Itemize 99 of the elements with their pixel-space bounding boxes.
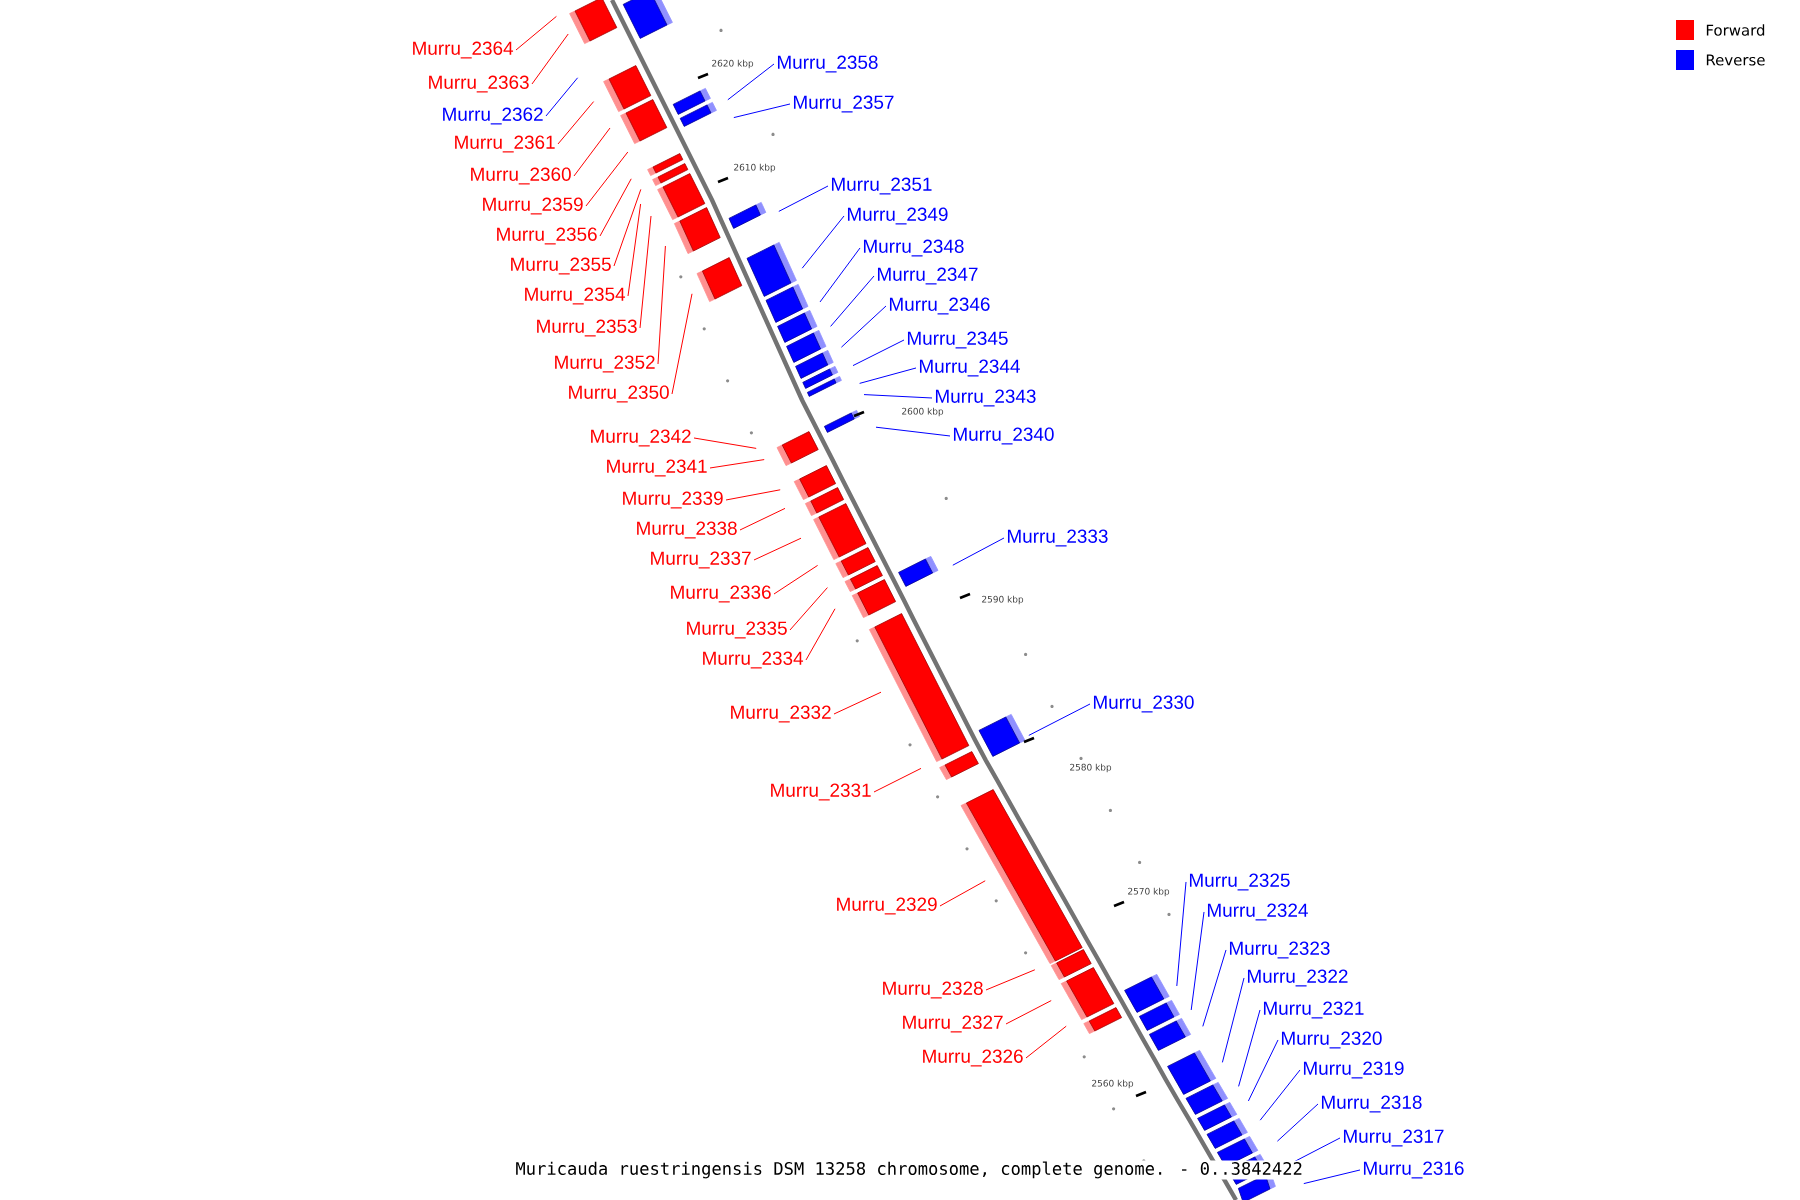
- leader-line: [1247, 1039, 1279, 1102]
- leader-line: [805, 608, 836, 661]
- leader-line: [1176, 881, 1187, 987]
- gene-label: Murru_2324: [1207, 903, 1308, 921]
- gene-label: Murru_2350: [569, 385, 669, 403]
- leader-line: [753, 537, 802, 561]
- gene-label: Murru_2359: [483, 197, 583, 215]
- gene-label: Murru_2345: [907, 331, 1008, 349]
- gene-label: Murru_2325: [1189, 873, 1290, 891]
- gene-label: Murru_2339: [623, 491, 723, 509]
- leader-line: [1202, 949, 1227, 1027]
- gene-label: Murru_2333: [1007, 529, 1108, 547]
- gene-label: Murru_2328: [883, 981, 983, 999]
- caption: Muricauda ruestringensis DSM 13258 chromosome, complete genome. - 0..3842422: [514, 1160, 1304, 1180]
- leader-line: [545, 77, 579, 117]
- leader-line: [863, 394, 933, 399]
- leader-line: [985, 969, 1036, 991]
- leader-line: [830, 275, 875, 327]
- leader-line: [1238, 1009, 1261, 1087]
- gene-label: Murru_2330: [1093, 695, 1194, 713]
- leader-line: [1276, 1103, 1319, 1142]
- leader-line: [613, 188, 642, 267]
- leader-line: [952, 537, 1005, 566]
- leader-line: [693, 437, 757, 449]
- leader-line: [859, 367, 917, 384]
- gene-label: Murru_2360: [471, 167, 571, 185]
- gene-label: Murru_2354: [525, 287, 626, 305]
- leader-line: [1190, 911, 1205, 1011]
- gene-label: Murru_2317: [1343, 1129, 1444, 1147]
- gene-label: Murru_2353: [537, 319, 637, 337]
- leader-line: [727, 63, 775, 101]
- leader-line: [852, 339, 905, 367]
- leader-line: [709, 459, 765, 469]
- gene-label: Murru_2362: [443, 107, 543, 125]
- leader-line: [671, 293, 693, 395]
- gene-label: Murru_2334: [703, 651, 804, 669]
- leader-line: [1303, 1169, 1361, 1185]
- gene-label: Murru_2327: [903, 1015, 1003, 1033]
- leader-line: [939, 880, 986, 907]
- leader-line: [739, 507, 786, 531]
- gene-label: Murru_2319: [1303, 1061, 1404, 1079]
- gene-label: Murru_2332: [731, 705, 831, 723]
- gene-label: Murru_2331: [771, 783, 871, 801]
- gene-label: Murru_2321: [1263, 1001, 1364, 1019]
- leader-line: [1025, 1025, 1067, 1059]
- leader-line: [585, 151, 629, 207]
- leader-line: [819, 247, 861, 303]
- gene-label: Murru_2338: [637, 521, 737, 539]
- gene-label: Murru_2348: [863, 239, 964, 257]
- gene-label: Murru_2363: [429, 75, 529, 93]
- leader-line: [531, 33, 569, 85]
- leader-line: [1005, 1000, 1052, 1025]
- gene-label: Murru_2336: [671, 585, 771, 603]
- gene-label: Murru_2318: [1321, 1095, 1422, 1113]
- leader-line: [557, 101, 595, 145]
- gene-label: Murru_2352: [555, 355, 655, 373]
- gene-label: Murru_2341: [607, 459, 707, 477]
- gene-label: Murru_2320: [1281, 1031, 1382, 1049]
- leader-line: [515, 15, 557, 51]
- gene-label: Murru_2361: [455, 135, 555, 153]
- gene-label: Murru_2349: [847, 207, 948, 225]
- gene-label: Murru_2323: [1229, 941, 1330, 959]
- leader-line: [599, 178, 632, 237]
- gene-label: Murru_2335: [687, 621, 787, 639]
- gene-label: Murru_2343: [935, 389, 1036, 407]
- leader-line: [573, 127, 611, 177]
- gene-label: Murru_2326: [923, 1049, 1023, 1067]
- gene-label: Murru_2329: [837, 897, 937, 915]
- gene-label: Murru_2358: [777, 55, 878, 73]
- leader-line: [639, 215, 652, 329]
- leader-line: [1294, 1137, 1341, 1162]
- leader-line: [725, 489, 781, 501]
- gene-label: Murru_2322: [1247, 969, 1348, 987]
- leader-line: [801, 215, 845, 269]
- leader-line: [1259, 1069, 1301, 1121]
- leader-line: [875, 426, 951, 437]
- leader-line: [657, 245, 666, 365]
- gene-label: Murru_2364: [413, 41, 514, 59]
- leader-line: [627, 203, 642, 297]
- gene-label: Murru_2356: [497, 227, 597, 245]
- leader-line: [840, 305, 887, 348]
- leader-line: [733, 103, 791, 119]
- gene-label: Murru_2347: [877, 267, 978, 285]
- leader-line: [873, 767, 922, 793]
- gene-label: Murru_2342: [591, 429, 691, 447]
- gene-label: Murru_2337: [651, 551, 751, 569]
- gene-label: Murru_2351: [831, 177, 932, 195]
- leader-line: [1028, 703, 1091, 736]
- gene-label: Murru_2344: [919, 359, 1020, 377]
- leader-line: [1221, 977, 1245, 1063]
- gene-label: Murru_2355: [511, 257, 611, 275]
- gene-label: Murru_2316: [1363, 1161, 1464, 1179]
- gene-label: Murru_2357: [793, 95, 894, 113]
- gene-label: Murru_2346: [889, 297, 990, 315]
- gene-label: Murru_2340: [953, 427, 1054, 445]
- leader-line: [833, 691, 882, 715]
- leader-line: [773, 564, 819, 595]
- leader-line: [778, 185, 829, 212]
- leader-line: [789, 587, 828, 631]
